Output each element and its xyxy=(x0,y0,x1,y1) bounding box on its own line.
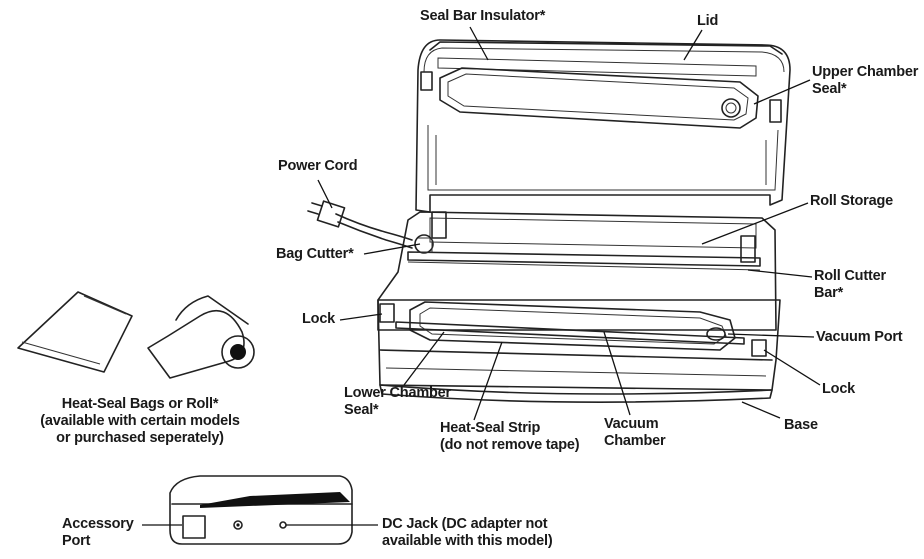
label-seal-bar-insulator: Seal Bar Insulator* xyxy=(420,8,546,24)
label-power-cord: Power Cord xyxy=(278,158,358,174)
label-heat-seal-strip: Heat-Seal Strip (do not remove tape) xyxy=(440,420,580,454)
label-vacuum-port: Vacuum Port xyxy=(816,329,903,345)
label-roll-cutter-bar-line2: Bar* xyxy=(814,285,844,301)
label-lid: Lid xyxy=(697,13,719,29)
label-dc-jack-line1: DC Jack (DC adapter not xyxy=(382,516,548,532)
label-accessory-port-line1: Accessory xyxy=(62,516,134,532)
label-bag-cutter: Bag Cutter* xyxy=(276,246,354,262)
power-cord-drawing xyxy=(307,200,413,249)
label-lower-chamber-seal-line2: Seal* xyxy=(344,402,379,418)
label-accessory-port: Accessory Port xyxy=(62,516,134,550)
label-heat-seal-strip-line1: Heat-Seal Strip xyxy=(440,420,541,436)
leader-lines xyxy=(142,26,821,526)
label-upper-chamber-seal: Upper Chamber Seal* xyxy=(812,64,918,98)
label-upper-chamber-seal-line1: Upper Chamber xyxy=(812,64,919,80)
label-roll-storage: Roll Storage xyxy=(810,193,893,209)
side-view-drawing xyxy=(169,475,353,545)
label-accessory-port-line2: Port xyxy=(62,533,91,549)
label-heat-seal-strip-line2: (do not remove tape) xyxy=(440,437,580,453)
label-dc-jack-line2: available with this model) xyxy=(382,533,553,549)
label-vacuum-chamber-line2: Chamber xyxy=(604,433,666,449)
label-bags-caption-line2: (available with certain models xyxy=(40,413,240,429)
label-upper-chamber-seal-line2: Seal* xyxy=(812,81,847,97)
label-lower-chamber-seal: Lower Chamber Seal* xyxy=(344,385,451,419)
label-lock-right: Lock xyxy=(822,381,856,397)
label-bags-caption-line3: or purchased seperately) xyxy=(56,430,224,446)
bags-and-roll-drawing xyxy=(17,291,255,379)
label-bags-caption: Heat-Seal Bags or Roll* (available with … xyxy=(30,396,250,447)
label-roll-cutter-bar-line1: Roll Cutter xyxy=(814,268,886,284)
label-base: Base xyxy=(784,417,818,433)
label-lock-left: Lock xyxy=(302,311,336,327)
base-drawing xyxy=(377,211,781,403)
lid-drawing xyxy=(415,39,791,213)
label-vacuum-chamber-line1: Vacuum xyxy=(604,416,659,432)
label-lower-chamber-seal-line1: Lower Chamber xyxy=(344,385,451,401)
label-vacuum-chamber: Vacuum Chamber xyxy=(604,416,666,450)
label-roll-cutter-bar: Roll Cutter Bar* xyxy=(814,268,886,302)
label-bags-caption-line1: Heat-Seal Bags or Roll* xyxy=(61,396,219,412)
label-dc-jack: DC Jack (DC adapter not available with t… xyxy=(382,516,553,550)
